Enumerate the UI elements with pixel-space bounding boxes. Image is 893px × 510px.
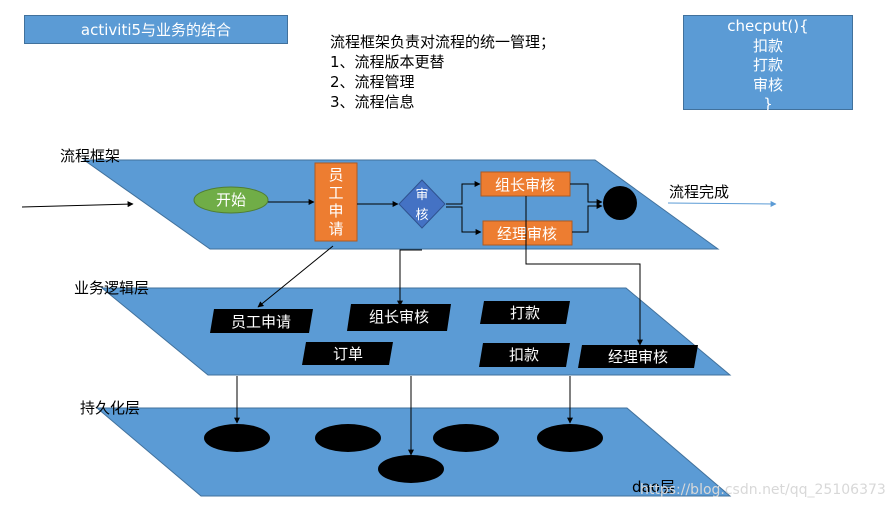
apply-node [314, 162, 358, 242]
flow-arrow [446, 181, 481, 205]
apply-char: 申 [328, 202, 343, 220]
workflow-layer-label: 流程框架 [60, 147, 120, 165]
end-node [603, 186, 637, 220]
connector-arrow [525, 196, 643, 346]
business-node-label: 经理审核 [608, 348, 668, 366]
business-node-leader-review [347, 304, 451, 331]
incoming-arrow [21, 201, 134, 208]
flow-arrow [446, 206, 482, 235]
business-node-label: 员工申请 [231, 313, 291, 331]
code-line: 审核 [752, 75, 783, 94]
start-label: 开始 [216, 191, 246, 209]
dao-node [433, 424, 499, 452]
business-node-manager-review [578, 345, 698, 368]
code-line: } [763, 95, 773, 113]
flow-arrow [570, 183, 603, 205]
dao-node [315, 424, 381, 452]
apply-char: 员 [328, 166, 343, 184]
business-node-deduct [479, 343, 570, 367]
description-line: 2、流程管理 [330, 73, 415, 91]
dao-node [378, 455, 444, 483]
business-node-label: 扣款 [509, 346, 539, 364]
apply-char: 请 [328, 220, 343, 238]
code-line: 打款 [752, 56, 783, 74]
business-node-order [302, 342, 393, 365]
manager-review-label: 经理审核 [497, 225, 557, 243]
connector-arrow [257, 245, 334, 308]
completion-arrow [667, 200, 777, 207]
description-line: 3、流程信息 [330, 93, 415, 111]
business-node-label: 打款 [510, 304, 540, 322]
dao-node [204, 424, 270, 452]
leader-review-label: 组长审核 [495, 176, 555, 194]
review-char: 核 [415, 208, 428, 223]
apply-char: 工 [328, 184, 343, 202]
description: 流程框架负责对流程的统一管理； 1、流程版本更替 2、流程管理 3、流程信息 [330, 32, 555, 112]
description-line: 1、流程版本更替 [330, 53, 445, 71]
persistence-layer-label: 持久化层 [80, 399, 140, 417]
review-char: 审 [415, 188, 428, 203]
code-line: checput(){ [727, 17, 809, 35]
start-node [193, 186, 269, 214]
flow-arrow [572, 203, 603, 233]
business-layer-label: 业务逻辑层 [74, 279, 149, 297]
dao-node [537, 424, 603, 452]
dao-layer-label: dao层 [632, 478, 675, 496]
connector-arrow [397, 249, 422, 307]
business-node-label: 订单 [333, 345, 363, 363]
business-node-employee-apply [210, 309, 313, 333]
completion-label: 流程完成 [669, 183, 729, 201]
description-line: 流程框架负责对流程的统一管理； [330, 33, 556, 51]
business-node-label: 组长审核 [369, 308, 429, 326]
review-gateway [398, 179, 446, 229]
watermark: https://blog.csdn.net/qq_25106373 [640, 482, 886, 498]
code-line: 扣款 [752, 36, 783, 55]
business-node-payout [480, 301, 570, 324]
diagram-title: activiti5与业务的结合 [24, 15, 288, 44]
code-box: checput(){ 扣款 打款 审核 } [683, 15, 853, 113]
manager-review-node [482, 220, 573, 246]
